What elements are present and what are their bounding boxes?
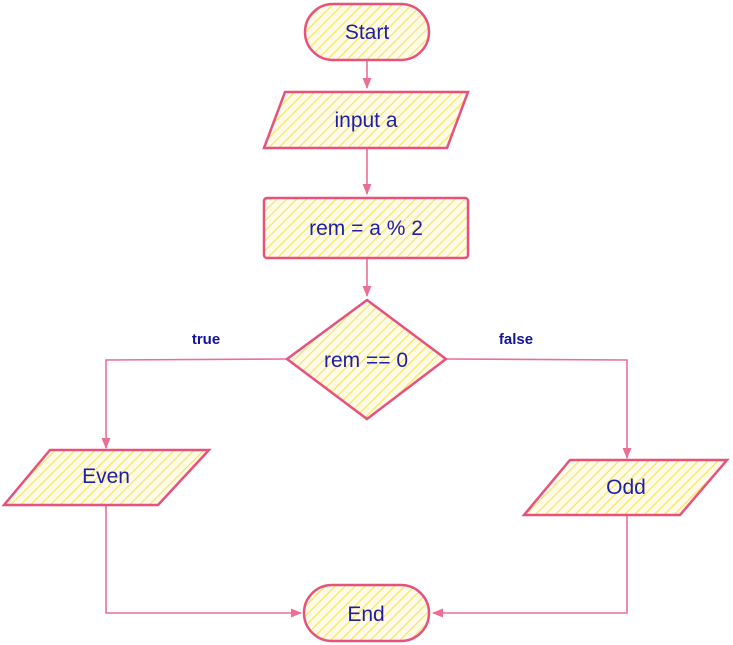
edge-decision-to-odd <box>445 358 632 460</box>
edge-odd-to-end <box>431 515 628 618</box>
odd-shape <box>521 458 730 517</box>
even-shape <box>1 448 212 507</box>
even-node: Even <box>1 448 212 507</box>
input-shape <box>262 90 470 150</box>
edge-label-false: false <box>499 331 533 348</box>
process-node: rem = a % 2 <box>262 196 470 260</box>
start-label: Start <box>345 21 390 44</box>
odd-node: Odd <box>521 458 730 517</box>
process-shape <box>262 196 470 260</box>
decision-label: rem == 0 <box>324 349 408 372</box>
end-shape <box>302 583 431 643</box>
end-label: End <box>347 603 384 626</box>
process-label: rem = a % 2 <box>309 217 423 240</box>
end-node: End <box>302 583 431 643</box>
edge-label-true: true <box>192 331 220 348</box>
edge-even-to-end <box>105 505 303 618</box>
input-label: input a <box>334 109 397 132</box>
edge-decision-to-even <box>101 358 288 450</box>
odd-label: Odd <box>606 476 646 499</box>
decision-shape <box>284 298 449 421</box>
even-label: Even <box>82 465 130 488</box>
input-node: input a <box>262 90 470 150</box>
decision-node: rem == 0 <box>284 298 449 421</box>
start-shape <box>303 2 431 62</box>
start-node: Start <box>303 2 431 62</box>
connectors <box>101 60 632 618</box>
